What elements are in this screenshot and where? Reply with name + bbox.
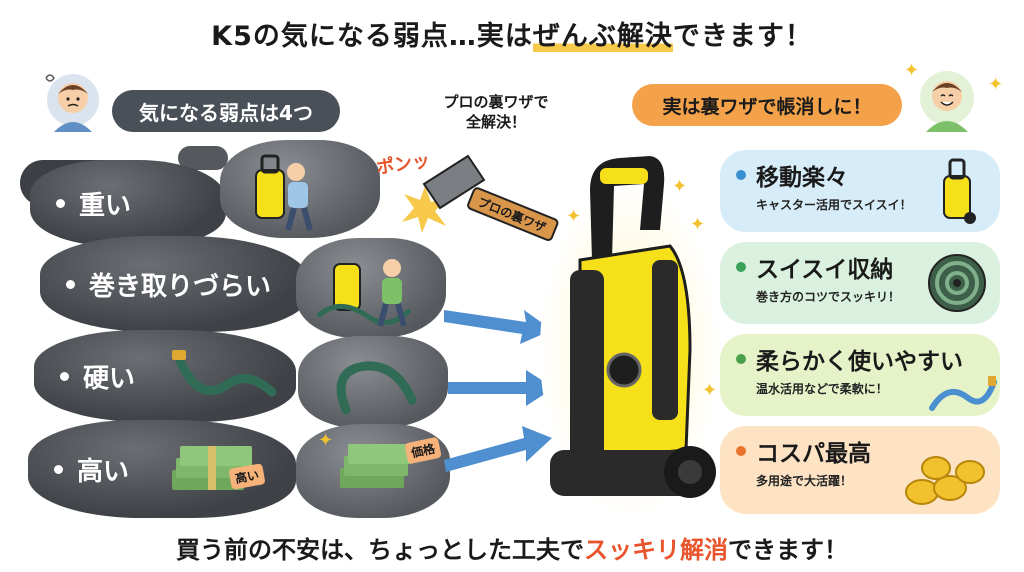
bullet-dot (736, 354, 746, 364)
stiff-hose-icon (326, 350, 426, 416)
illustration-rock-hose (298, 336, 448, 428)
bullet-dot (54, 464, 63, 474)
solution-header: 実は裏ワザで帳消しに！ (632, 84, 902, 126)
page-title: K5の気になる弱点…実はぜんぶ解決できます！ (0, 14, 1024, 53)
sparkle-icon: ✦ (672, 176, 688, 197)
money-stack-icon (336, 438, 426, 494)
bullet-dot (736, 262, 746, 272)
hose-icon (168, 346, 278, 410)
weakness-rock-hard-to-wind: 巻き取りづらい (40, 236, 308, 332)
benefit-title: スイスイ収納 (756, 257, 894, 283)
benefit-subtitle: キャスター活用でスイスイ！ (756, 198, 912, 212)
title-suffix: できます！ (672, 21, 813, 52)
center-caption-line1: プロの裏ワザで (443, 93, 549, 111)
bullet-dot (736, 170, 746, 180)
happy-person-icon (912, 62, 982, 134)
hose-reel-icon (924, 250, 990, 316)
weakness-label: 重い (79, 190, 132, 221)
title-highlight: ぜんぶ解決 (532, 21, 673, 52)
center-caption: プロの裏ワザで 全解決！ (416, 92, 576, 132)
benefit-subtitle: 温水活用などで柔軟に！ (756, 382, 888, 396)
footer-prefix: 買う前の不安は、ちょっとした工夫で (176, 536, 584, 564)
weakness-rock-heavy: 重い (30, 160, 226, 246)
footer-accent: スッキリ解消 (584, 536, 728, 564)
sparkle-icon: ✦ (702, 380, 718, 401)
arrows (444, 310, 554, 472)
sparkle-icon: ✦ (988, 74, 1004, 95)
benefit-title: 移動楽々 (756, 165, 848, 191)
title-prefix: K5の気になる弱点…実は (211, 21, 533, 52)
bullet-dot (66, 279, 75, 289)
person-carrying-washer-icon (250, 150, 350, 234)
center-caption-line2: 全解決！ (465, 113, 526, 131)
sparkle-icon: ✦ (566, 206, 582, 227)
bullet-dot (60, 371, 69, 381)
footer-message: 買う前の不安は、ちょっとした工夫でスッキリ解消できます！ (0, 530, 1024, 565)
benefit-title: コスパ最高 (756, 441, 871, 467)
flexible-hose-icon (928, 372, 998, 416)
weakness-label: 硬い (83, 363, 136, 394)
footer-suffix: できます！ (728, 536, 848, 564)
bullet-dot (56, 198, 65, 208)
impact-burst-icon (400, 184, 450, 234)
washer-small-icon (934, 156, 984, 226)
person-winding-hose-icon (310, 246, 430, 330)
hammer-icon (410, 150, 560, 260)
pressure-washer-illustration (540, 150, 720, 520)
sparkle-icon: ✦ (318, 430, 334, 451)
benefit-subtitle: 多用途で大活躍！ (756, 474, 853, 488)
bullet-dot (736, 446, 746, 456)
benefit-flexible: 柔らかく使いやすい 温水活用などで柔軟に！ (720, 334, 1000, 416)
weakness-label: 巻き取りづらい (89, 271, 272, 302)
coins-icon (900, 446, 990, 508)
weakness-label: 高い (77, 456, 130, 487)
weakness-header: 気になる弱点は4つ (112, 90, 340, 132)
sparkle-icon: ✦ (690, 214, 706, 235)
sparkle-icon: ✦ (904, 60, 920, 81)
benefit-subtitle: 巻き方のコツでスッキリ！ (756, 290, 901, 304)
worried-person-icon (40, 66, 106, 136)
benefit-title: 柔らかく使いやすい (756, 349, 963, 375)
